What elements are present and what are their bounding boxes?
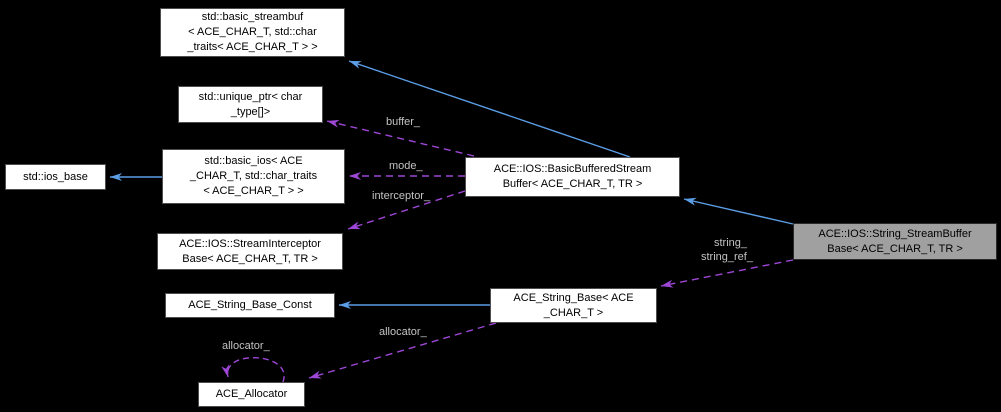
- usage-edge-string: [660, 259, 794, 288]
- usage-edge-allocator: [308, 322, 497, 379]
- node-ace-allocator[interactable]: ACE_Allocator: [198, 382, 305, 407]
- edge-label-string: string_: [714, 237, 748, 249]
- node-basic-buffered-stream-buffer[interactable]: ACE::IOS::BasicBufferedStream Buffer< AC…: [465, 157, 680, 197]
- node-std-ios-base[interactable]: std::ios_base: [5, 164, 106, 190]
- edge-label-interceptor: interceptor_: [372, 190, 431, 202]
- node-std-basic-ios[interactable]: std::basic_ios< ACE _CHAR_T, std::char_t…: [162, 149, 345, 204]
- node-std-unique-ptr[interactable]: std::unique_ptr< char _type[]>: [178, 86, 323, 123]
- node-ace-string-base-const[interactable]: ACE_String_Base_Const: [165, 293, 335, 318]
- inheritance-edge-stringstreambuffer-to-basicbuffered: [683, 197, 794, 225]
- edge-label-mode: mode_: [389, 160, 423, 172]
- edge-label-allocator-self: allocator_: [222, 340, 270, 352]
- node-ace-string-base[interactable]: ACE_String_Base< ACE _CHAR_T >: [490, 288, 657, 323]
- node-std-basic-streambuf[interactable]: std::basic_streambuf < ACE_CHAR_T, std::…: [160, 8, 345, 57]
- node-string-stream-buffer-base-current: ACE::IOS::String_StreamBuffer Base< ACE_…: [793, 223, 997, 260]
- edge-label-string-ref: string_ref_: [701, 251, 753, 263]
- node-stream-interceptor-base[interactable]: ACE::IOS::StreamInterceptor Base< ACE_CH…: [157, 233, 343, 270]
- usage-edge-allocator-self-loop: [221, 357, 285, 383]
- inheritance-edge-basicbuffered-to-streambuf: [348, 60, 631, 158]
- edge-label-buffer: buffer_: [386, 116, 421, 128]
- usage-edge-buffer: [326, 119, 475, 157]
- edge-label-allocator: allocator_: [379, 326, 427, 338]
- usage-edge-interceptor: [347, 190, 466, 230]
